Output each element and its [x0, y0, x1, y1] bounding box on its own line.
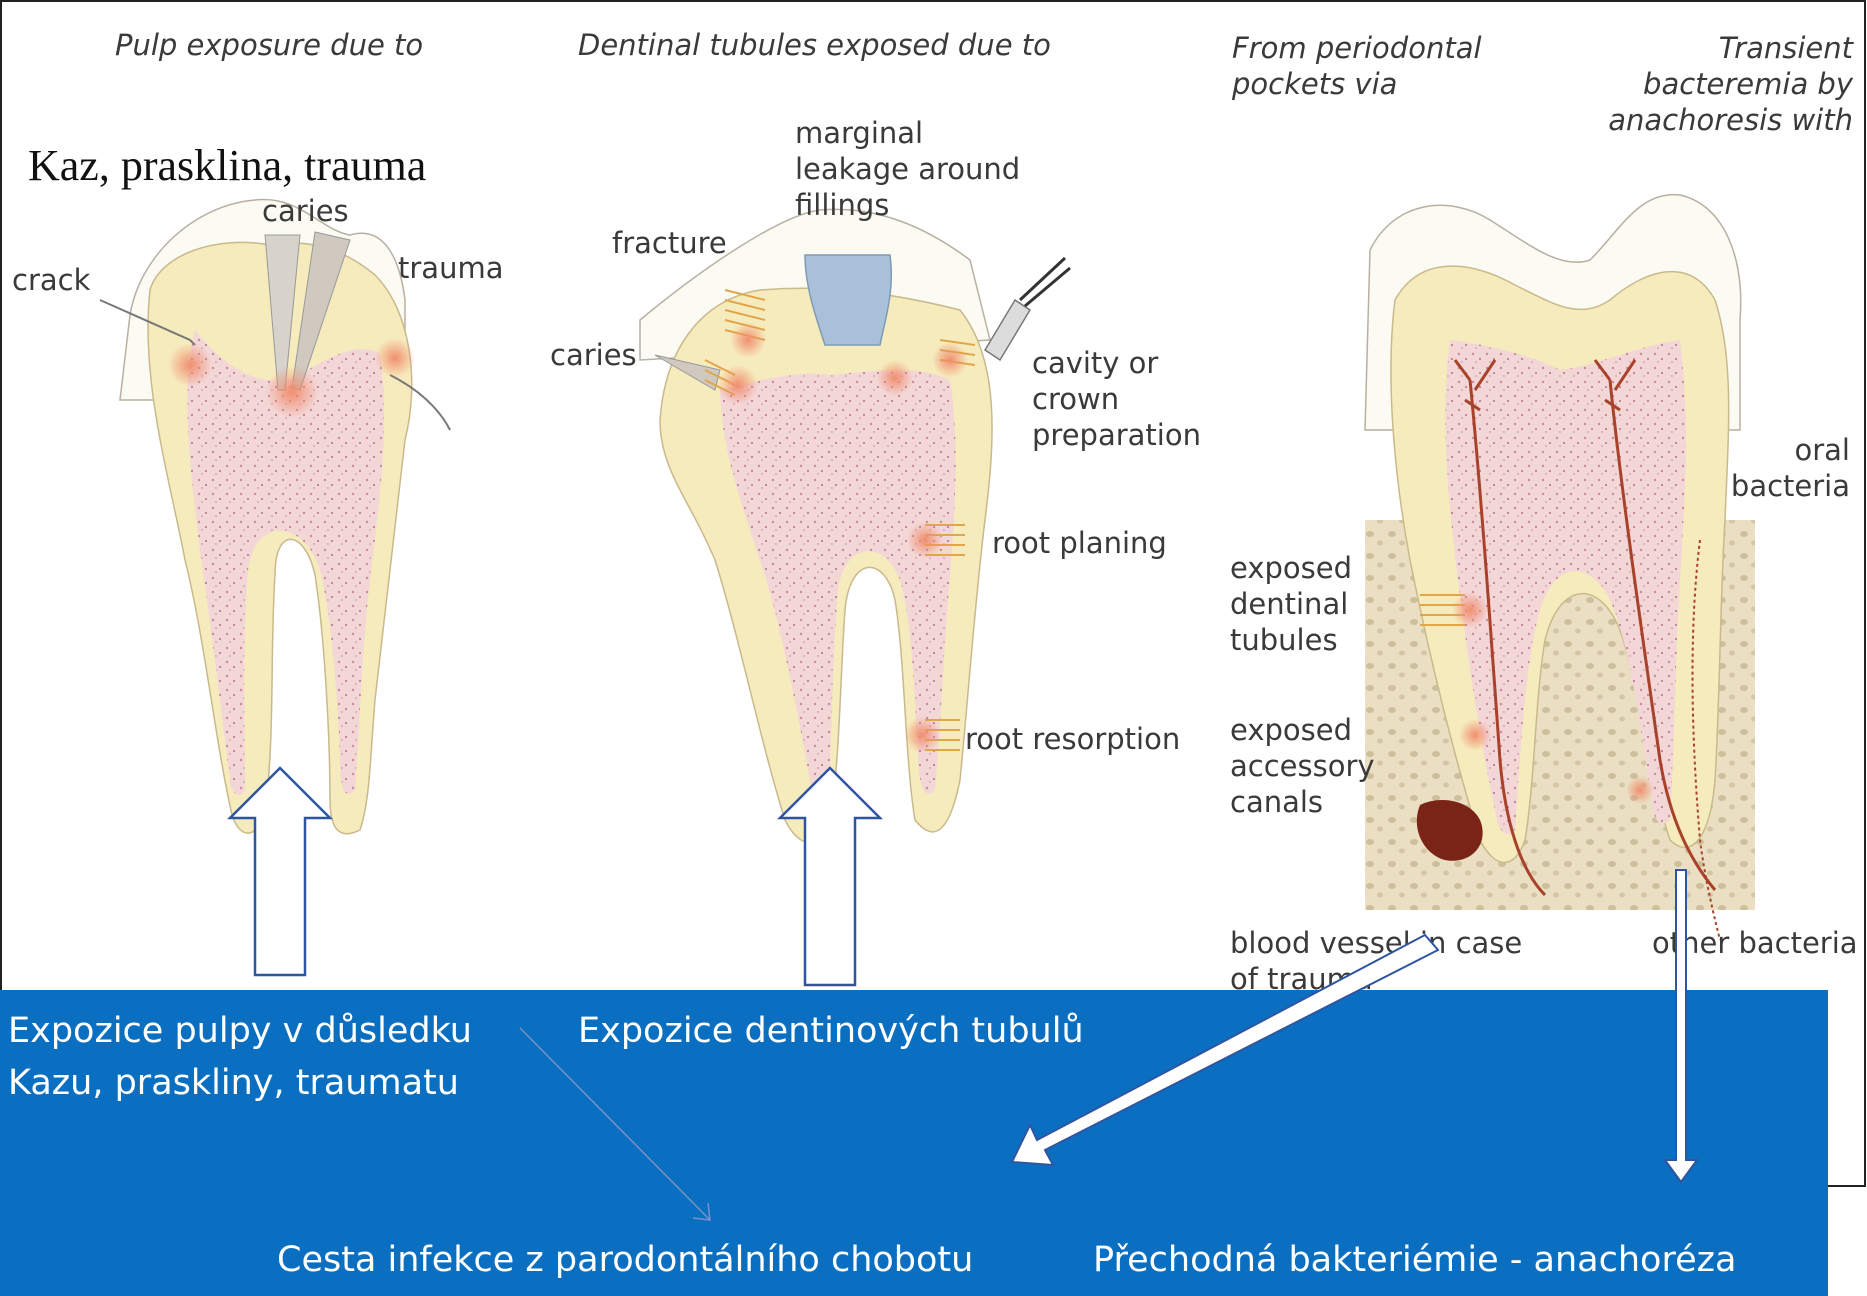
tooth2-spot-1	[730, 322, 766, 358]
tooth-periodontal	[1365, 195, 1755, 940]
label-marginal-leakage: marginal leakage around fillings	[795, 115, 1035, 223]
label-exposed-tubules: exposed dentinal tubules	[1230, 550, 1380, 658]
tooth2-bur-shaft	[1020, 258, 1070, 306]
label-caries-2: caries	[550, 337, 637, 373]
tooth3-spot-3	[1626, 776, 1654, 804]
tooth2-spot-6	[904, 717, 940, 753]
caption-dentinal-tubules: Expozice dentinových tubulů	[578, 1005, 1084, 1057]
label-root-resorption: root resorption	[965, 721, 1180, 757]
tooth2-spot-2	[718, 365, 758, 405]
caption-pulp-exposure: Expozice pulpy v důsledku Kazu, prasklin…	[8, 1005, 528, 1109]
tooth3-spot-1	[1452, 592, 1488, 628]
label-other-bacteria: other bacteria	[1652, 925, 1858, 961]
tooth2-spot-3	[877, 360, 913, 396]
heading-periodontal: From periodontal pockets via	[1232, 30, 1532, 102]
overlay-title: Kaz, prasklina, trauma	[28, 140, 426, 191]
tooth1-spot-center	[266, 366, 318, 418]
label-accessory-canals: exposed accessory canals	[1230, 712, 1390, 820]
label-fracture: fracture	[612, 225, 727, 261]
caption-periodontal: Cesta infekce z parodontálního chobotu	[277, 1234, 973, 1286]
label-crack: crack	[12, 262, 90, 298]
tooth-pulp-exposure	[100, 200, 450, 834]
tooth3-spot-2	[1459, 719, 1491, 751]
heading-dentinal-tubules: Dentinal tubules exposed due to	[578, 27, 1051, 63]
tooth2-spot-5	[907, 522, 943, 558]
heading-transient: Transient bacteremia by anachoresis with	[1585, 30, 1853, 138]
heading-pulp-exposure: Pulp exposure due to	[115, 27, 423, 63]
label-oral-bacteria: oral bacteria	[1720, 432, 1850, 504]
label-root-planing: root planing	[992, 525, 1167, 561]
label-trauma: trauma	[398, 250, 503, 286]
tooth1-spot-left	[168, 343, 212, 387]
label-cavity-preparation: cavity or crown preparation	[1032, 345, 1212, 453]
caption-transient: Přechodná bakteriémie - anachoréza	[1093, 1234, 1736, 1286]
label-blood-vessel: blood vessel in case of trauma	[1230, 925, 1530, 997]
tooth2-bur	[985, 300, 1030, 360]
label-caries-1: caries	[262, 193, 349, 229]
tooth1-spot-right	[375, 338, 415, 378]
tooth2-spot-4	[932, 342, 968, 378]
